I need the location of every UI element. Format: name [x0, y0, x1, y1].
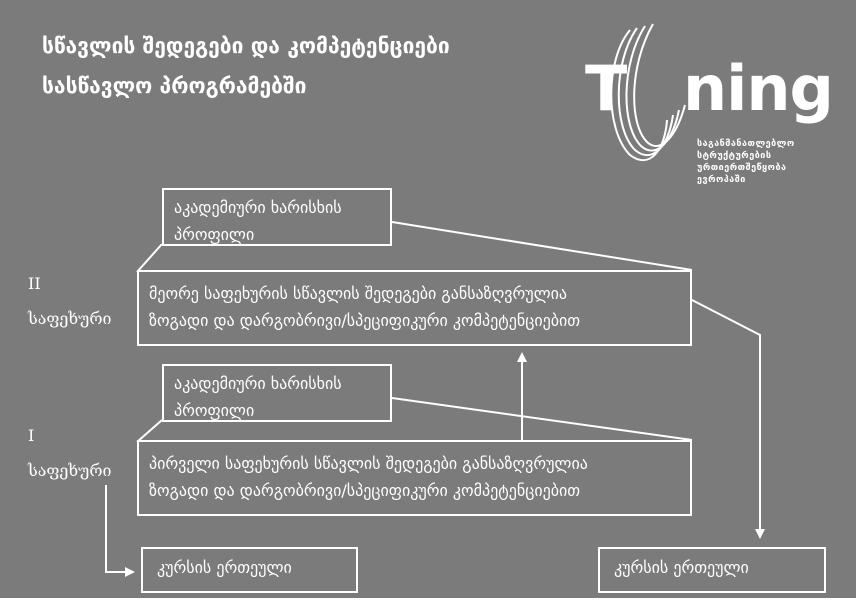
course-unit-box-right: კურსის ერთეული [598, 547, 826, 593]
box-text-line: მეორე საფეხურის სწავლის შედეგები განსაზღ… [149, 284, 567, 303]
level-1-numeral: I [28, 426, 35, 445]
degree-profile-box-level-1: აკადემიური ხარისხის პროფილი [162, 364, 392, 422]
slide-title-line1: სწავლის შედეგები და კომპეტენციები [42, 34, 450, 58]
tuning-logo: T ning საგანმანათლებლო სტრუქტურების ურთი… [575, 20, 835, 190]
box-text-line: ზოგადი და დარგობრივი/სპეციფიკური კომპეტე… [149, 311, 581, 330]
tuning-letters-ning: ning [683, 52, 834, 125]
degree-profile-box-level-2: აკადემიური ხარისხის პროფილი [162, 188, 392, 246]
connector-line [136, 243, 163, 273]
box-text-line: პირველი საფეხურის სწავლის შედეგები განსა… [149, 454, 588, 473]
tuning-subtitle-line: სტრუქტურების [697, 151, 772, 161]
box-text-line: პროფილი [174, 401, 255, 420]
learning-outcomes-box-level-2: მეორე საფეხურის სწავლის შედეგები განსაზღ… [137, 270, 692, 346]
box-text-line: აკადემიური ხარისხის [174, 198, 342, 217]
box-text-line: აკადემიური ხარისხის [174, 374, 342, 393]
tuning-letter-t: T [585, 52, 628, 125]
connector-line [391, 221, 693, 271]
tuning-subtitle-line: საგანმანათლებლო [697, 139, 795, 149]
level-1-label: საფეხური [28, 461, 112, 480]
arrow-right-course [691, 299, 765, 539]
arrow-left-course [105, 485, 135, 577]
connector-line [391, 397, 693, 441]
level-2-label: საფეხური [28, 309, 112, 328]
tuning-subtitle-line: ურთიერთშეწყობა [697, 163, 787, 173]
tuning-subtitle-line: ევროპაში [697, 175, 746, 185]
tuning-swoosh-icon [610, 23, 686, 162]
slide-title-line2: სასწავლო პროგრამებში [42, 74, 307, 98]
learning-outcomes-box-level-1: პირველი საფეხურის სწავლის შედეგები განსა… [137, 440, 692, 516]
course-unit-box-left: კურსის ერთეული [141, 547, 358, 593]
connector-line [136, 419, 163, 443]
box-text-line: პროფილი [174, 225, 255, 244]
box-text-line: ზოგადი და დარგობრივი/სპეციფიკური კომპეტე… [149, 481, 581, 500]
tuning-subtitle: საგანმანათლებლო სტრუქტურების ურთიერთშეწყ… [697, 138, 795, 186]
level-2-numeral: II [28, 274, 41, 293]
